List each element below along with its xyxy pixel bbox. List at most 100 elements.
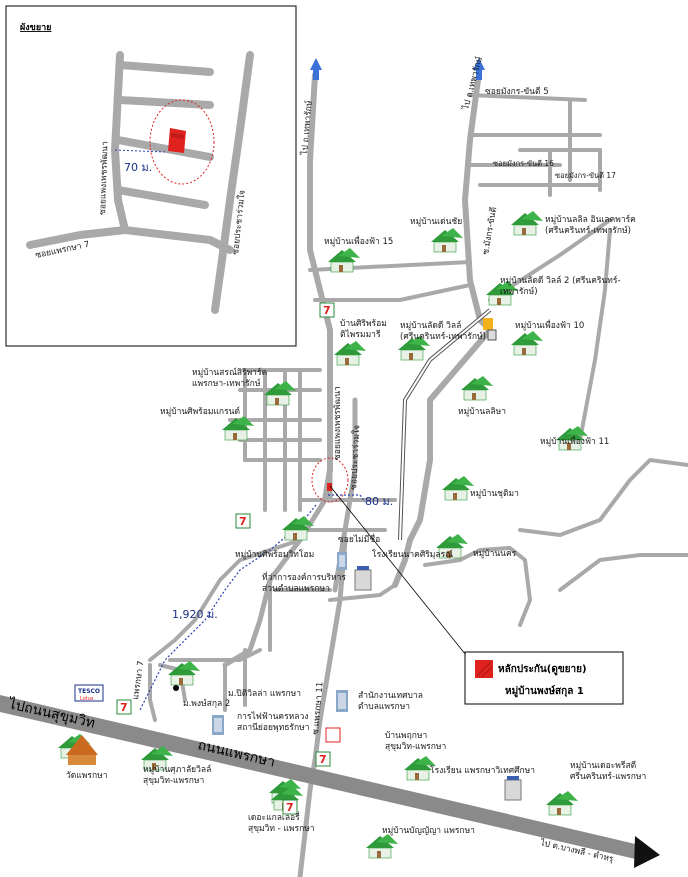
place-label: หมู่บ้านนคร [473, 548, 517, 559]
temple-icon [66, 735, 98, 765]
distance-80m: 80 ม. [365, 495, 393, 508]
place-label: หมู่บ้านลลิล อินเลคพาร์ค [545, 214, 636, 225]
inset-title: ผังขยาย [20, 22, 51, 33]
road-label-soi-mai-mi-chue: ซอยไม่มีชื่อ [338, 533, 380, 545]
building-icon [337, 552, 347, 570]
legend-title: หลักประกัน(ดูขยาย) [498, 663, 587, 676]
svg-text:7: 7 [319, 753, 327, 766]
road-label-to-thepharak: ไป ถ.เทพารักษ์ [299, 100, 315, 157]
place-label: ที่ว่าการองค์การบริหาร [262, 571, 346, 583]
village-icons [58, 211, 588, 859]
seven-eleven-icon: 7 [116, 699, 132, 715]
place-label: โรงเรียน แพรกษาวิเทศศึกษา [430, 765, 535, 776]
north-arrow-left-icon [310, 58, 322, 80]
inset-road-label: ซอยแพงเพชรพัฒนา [98, 141, 111, 215]
svg-text:Lotus: Lotus [80, 696, 94, 702]
road-label-soi-mungkon: ซ.มังกร-ขันตี [480, 206, 499, 255]
road-label-soi-mungkon-16: ซอยมังกร-ขันตี 16 [493, 159, 554, 168]
place-label: หมู่บ้านสรณ์สิริพาร์ค [192, 367, 267, 378]
tesco-lotus-logo: TESCO Lotus [74, 684, 104, 702]
village-house-icon [431, 228, 463, 253]
place-label: โรงเรียนนาคศิริมุลรณ์ [372, 549, 453, 560]
village-house-icon [511, 211, 543, 236]
svg-text:TESCO: TESCO [78, 688, 100, 695]
main-road-praeksa [0, 695, 640, 860]
place-label: ตำบลแพรกษา [358, 702, 410, 712]
place-label: สำนักงานเทศบาล [358, 691, 423, 701]
place-labels: หมู่บ้านเพื่องฟ้า 15หมู่บ้านเด่นชัยหมู่บ… [66, 214, 646, 836]
place-label: หมู่บ้านศิพร้อมแกรนด์ [160, 406, 240, 417]
village-house-icon [511, 331, 543, 356]
village-house-icon [282, 516, 314, 541]
place-label: หมู่บ้านเพื่องฟ้า 15 [324, 235, 393, 247]
place-label: สุขุมวิท - แพรกษา [248, 824, 315, 834]
place-label: หมู่บ้านเพื่องฟ้า 11 [540, 435, 609, 447]
place-label: การไฟฟ้านครหลวง [237, 711, 308, 722]
place-label: (ศรีนครินทร์-เทพารักษ์) [545, 225, 631, 236]
place-label: แพรกษา-เทพารักษ์ [192, 378, 261, 389]
property-marker-main [327, 483, 332, 491]
place-label: หมู่บ้านลลิษา [458, 406, 506, 417]
place-label: ติไพรมมารี [340, 329, 381, 340]
place-label: หมู่บ้านบัญญัญา แพรกษา [382, 825, 475, 836]
place-label: หมู่บ้านเดอะพรีสตี [570, 760, 636, 771]
place-label: บ้านพฤกษา [385, 730, 427, 741]
place-label: หมู่บ้านชุติมา [470, 488, 519, 499]
place-label: หมู่บ้านเด่นชัย [410, 216, 462, 227]
road-label-soi-praeksa-11: ซ.แพรกษา 11 [311, 681, 326, 735]
place-label: วัดแพรกษา [66, 771, 107, 781]
road-label-soi-phaeng-phet: ซอยแพงเพชรพัฒนา [333, 386, 343, 460]
main-road-arrow [634, 836, 660, 868]
distance-1920m: 1,920 ม. [172, 608, 218, 621]
place-label: หมู่บ้านเพื่องฟ้า 10 [515, 319, 584, 331]
route-80m [328, 494, 366, 503]
village-house-icon [168, 661, 200, 686]
seven-eleven-icon: 7 [235, 513, 251, 529]
village-house-icon [141, 746, 173, 771]
person-icon [173, 685, 179, 691]
village-house-icon [328, 248, 360, 273]
village-house-icon [556, 426, 588, 451]
legend-leader-line [329, 485, 471, 661]
place-label: สุขุมวิท-แพรกษา [143, 776, 204, 786]
property-marker-inset [168, 128, 186, 153]
road-label-soi-mungkon-17: ซอยมังกร-ขันตี 17 [555, 171, 616, 180]
place-label: สุขุมวิท-แพรกษา [385, 742, 446, 752]
place-label: ม.พงษ์สกุล 2 [183, 698, 230, 709]
svg-text:7: 7 [239, 515, 247, 528]
place-label: หมู่บ้านลัดดี วิลล์ [400, 320, 461, 331]
inset-map [5, 5, 297, 347]
village-house-icon [366, 834, 398, 859]
place-label: ศรีนครินทร์-แพรกษา [570, 771, 646, 782]
place-label: ส่วนตำบลแพรกษา [262, 584, 330, 594]
place-label: หมู่บ้านศิพร้อมวิทโฮม [235, 549, 314, 560]
inset-distance: 70 ม. [124, 161, 152, 174]
place-label: เทพารักษ์) [500, 286, 538, 297]
inset-distance-line [114, 149, 166, 153]
road-label-soi-mungkon-5: ซอยมังกร-ขันตี 5 [485, 86, 549, 97]
road-label-soi-pracha: ซอยประชาร่วมใจ [348, 425, 362, 491]
gas-station-icon [483, 318, 497, 341]
village-house-icon [442, 476, 474, 501]
village-house-icon [546, 791, 578, 816]
property-circle-inset [149, 99, 215, 185]
place-label: สถานีย่อยพุทธรักษา [237, 722, 309, 733]
place-label: เดอะแกลเลอรี่ [248, 811, 300, 823]
place-label: หมู่บ้านลัดดี วิลล์ 2 (ศรีนครินทร์- [500, 275, 621, 286]
place-label: (ศรีนครินทร์-เทพารักษ์) [400, 331, 486, 342]
svg-text:7: 7 [286, 801, 294, 814]
village-house-icon [264, 381, 296, 406]
school-icon [325, 727, 341, 743]
property-circle-main [311, 457, 349, 503]
building-icon [212, 715, 224, 735]
svg-text:7: 7 [120, 701, 128, 714]
village-house-icon [436, 534, 468, 559]
place-label: ม.ปิติวิลล่า แพรกษา [228, 689, 301, 699]
road-label-to-thepharak: ไป ถ.เทพารักษ์ [460, 55, 485, 112]
village-house-icon [461, 376, 493, 401]
svg-text:7: 7 [323, 304, 331, 317]
school-icon [354, 566, 372, 591]
road-label-soi-praeksa-7: แพรกษา 7 [131, 660, 146, 700]
village-house-icon [486, 281, 518, 306]
